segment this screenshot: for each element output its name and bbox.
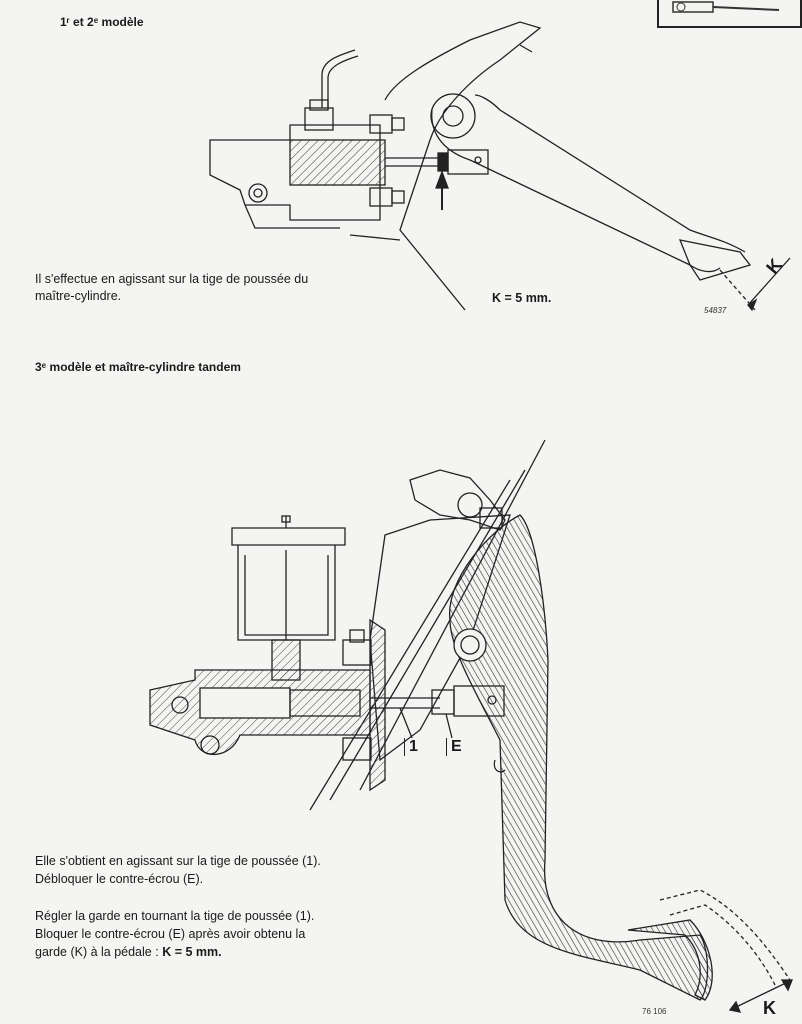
section2-para2-line1: Régler la garde en tournant la tige de p… [35,909,315,923]
figure2-reference: 76 106 [642,1007,667,1016]
figure2-k-label: K [763,998,776,1018]
section2-heading: 3ᵉ modèle et maître-cylindre tandem [35,360,241,374]
section1-text-line2: maître-cylindre. [35,289,122,303]
section1-heading: 1ʳ et 2ᵉ modèle [60,15,144,29]
label-push-rod-1: 1 [404,738,418,756]
figure1-reference: 54837 [704,306,727,315]
section2-para1-line1: Elle s'obtient en agissant sur la tige d… [35,854,321,868]
section1-text-line1: Il s'effectue en agissant sur la tige de… [35,272,309,286]
section2-para2-line3: garde (K) à la pédale : K = 5 mm. [35,944,222,961]
thumbnail-figure [672,1,780,13]
figure1-illustration [209,21,791,312]
section2-para2-line3-prefix: garde (K) à la pédale : [35,945,159,959]
section2-para2-line2: Bloquer le contre-écrou (E) après avoir … [35,927,306,941]
section2-para1-line2: Débloquer le contre-écrou (E). [35,872,204,886]
label-lock-nut-e: E [446,738,462,756]
section1-k-value: K = 5 mm. [492,291,552,305]
thumbnail-frame [657,0,802,28]
section2-k-value: K = 5 mm. [162,945,222,959]
